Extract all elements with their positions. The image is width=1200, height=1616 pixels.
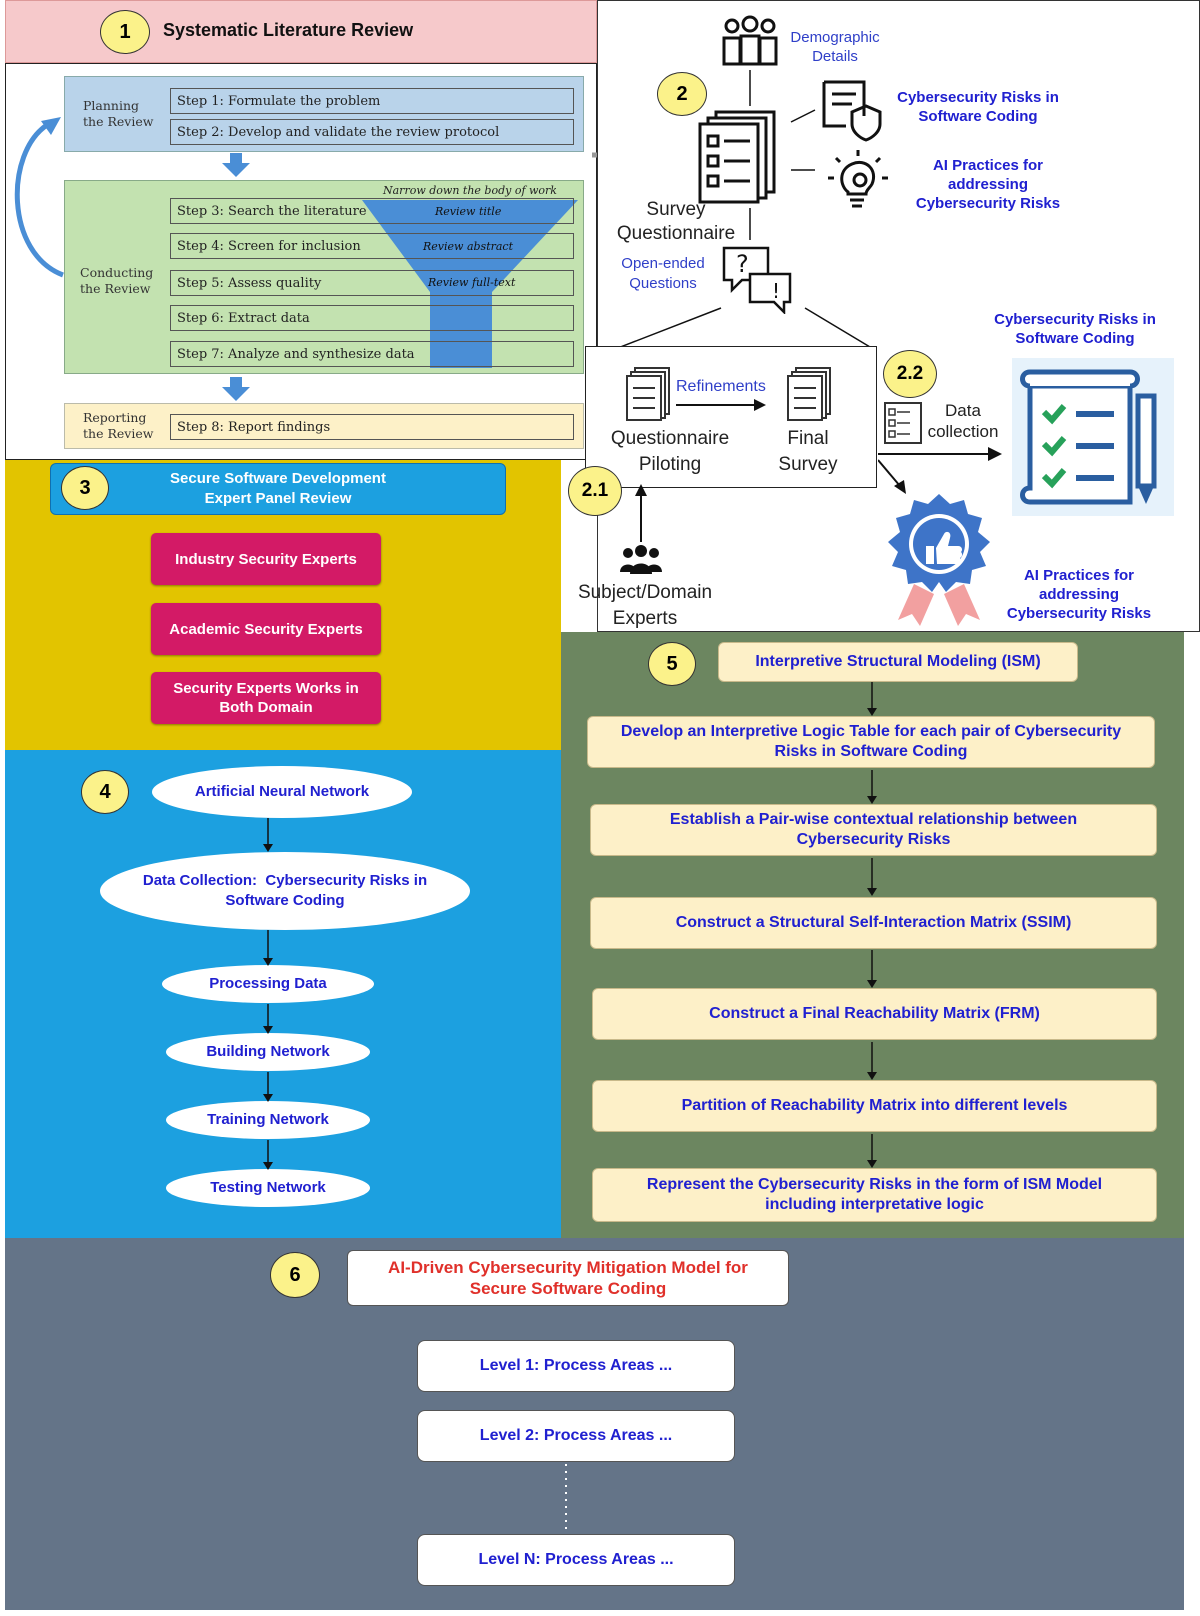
ann-step-4: Building Network — [166, 1033, 370, 1071]
open-ended-label: Open-ended Questions — [621, 255, 705, 292]
refinements-label: Refinements — [676, 378, 766, 395]
questionnaire-icon — [698, 110, 776, 204]
slr-step-4: Step 4: Screen for inclusion — [170, 233, 574, 259]
checklist-scroll-icon — [1012, 358, 1174, 516]
out-risks-label: Cybersecurity Risks in Software Coding — [994, 311, 1156, 347]
risks-label: Cybersecurity Risks in Software Coding — [897, 89, 1059, 125]
svg-text:?: ? — [736, 250, 749, 278]
questionnaire-label: Survey Questionnaire — [616, 199, 736, 244]
panel-title: Secure Software Development Expert Panel… — [170, 470, 386, 507]
badge-4: 4 — [81, 770, 129, 814]
level-n-box: Level N: Process Areas ... — [417, 1534, 735, 1586]
ai-practices-label: AI Practices for addressing Cybersecurit… — [915, 157, 1061, 212]
ism-connectors — [867, 682, 877, 1168]
badge-3: 3 — [61, 466, 109, 510]
funnel-label-fulltext: Review full-text — [428, 276, 516, 289]
refinements-arrow — [676, 399, 766, 411]
ism-step-5: Construct a Final Reachability Matrix (F… — [592, 988, 1157, 1040]
funnel-label-abstract: Review abstract — [423, 240, 514, 253]
demographic-icon — [722, 15, 778, 66]
data-collection-arrows — [878, 447, 1002, 494]
ism-step-3: Establish a Pair-wise contextual relatio… — [590, 804, 1157, 856]
data-collection-icon — [884, 402, 922, 444]
final-survey-label: Final Survey — [778, 428, 838, 475]
ann-step-5: Training Network — [166, 1101, 370, 1139]
slr-down-arrow-2 — [222, 377, 250, 401]
document-shield-icon — [822, 80, 882, 142]
experts-group-icon — [620, 545, 662, 574]
both-domain-experts: Security Experts Works in Both Domain — [151, 672, 381, 724]
slr-step-1: Step 1: Formulate the problem — [170, 88, 574, 114]
funnel-shape — [362, 200, 578, 368]
ann-step-2: Data Collection: Cybersecurity Risks in … — [100, 852, 470, 930]
demographic-label: Demographic Details — [790, 29, 880, 65]
slr-loop-arrowhead — [41, 117, 61, 135]
funnel-title: Narrow down the body of work — [383, 184, 557, 197]
badge-6: 6 — [270, 1252, 320, 1298]
ann-connectors — [263, 818, 273, 1170]
ism-step-4: Construct a Structural Self-Interaction … — [590, 897, 1157, 949]
slr-step-8: Step 8: Report findings — [170, 414, 574, 440]
model-title: AI-Driven Cybersecurity Mitigation Model… — [388, 1258, 748, 1298]
badge-2-2: 2.2 — [883, 350, 937, 398]
question-chat-icon: ? ! — [722, 246, 792, 314]
slr-step-3: Step 3: Search the literature — [170, 198, 574, 224]
data-collection-label: Data collection — [927, 401, 999, 441]
experts-label: Subject/Domain Experts — [577, 582, 713, 629]
slr-step-5: Step 5: Assess quality — [170, 270, 574, 296]
svg-text:!: ! — [772, 279, 780, 303]
slr-title: Systematic Literature Review — [163, 20, 414, 40]
ann-step-6: Testing Network — [166, 1169, 370, 1207]
level-1-box: Level 1: Process Areas ... — [417, 1340, 735, 1392]
ai-bulb-gear-icon — [828, 150, 888, 208]
slr-step-6: Step 6: Extract data — [170, 305, 574, 331]
reporting-phase — [64, 403, 584, 449]
badge-1: 1 — [100, 10, 150, 54]
final-doc-icon — [787, 367, 831, 421]
ann-step-1: Artificial Neural Network — [152, 766, 412, 818]
industry-experts: Industry Security Experts — [151, 533, 381, 585]
planning-label: Planning the Review — [83, 98, 154, 129]
ism-step-7: Represent the Cybersecurity Risks in the… — [592, 1168, 1157, 1222]
reporting-label: Reporting the Review — [83, 410, 154, 441]
ism-step-1: Interpretive Structural Modeling (ISM) — [718, 642, 1078, 682]
ism-step-2: Develop an Interpretive Logic Table for … — [587, 716, 1155, 768]
academic-experts: Academic Security Experts — [151, 603, 381, 655]
conducting-label: Conducting the Review — [80, 265, 154, 296]
badge-2: 2 — [657, 72, 707, 116]
out-ai-label: AI Practices for addressing Cybersecurit… — [1006, 567, 1152, 622]
model-title-box — [347, 1250, 789, 1306]
panel-title-box — [50, 463, 506, 515]
slr-step-7: Step 7: Analyze and synthesize data — [170, 341, 574, 367]
slr-step-2: Step 2: Develop and validate the review … — [170, 119, 574, 145]
piloting-label: Questionnaire Piloting — [610, 428, 730, 475]
ann-step-3: Processing Data — [162, 965, 374, 1003]
level-ellipsis-dots — [565, 1464, 567, 1532]
piloting-doc-icon — [626, 367, 670, 421]
slr-loop-arrow — [14, 122, 64, 278]
badge-5: 5 — [648, 642, 696, 686]
slr-section: 1 Systematic Literature Review Planning … — [5, 0, 597, 460]
ism-step-6: Partition of Reachability Matrix into di… — [592, 1080, 1157, 1132]
slr-arrows — [14, 117, 250, 401]
funnel-label-title: Review title — [435, 205, 502, 218]
thumbs-up-badge-icon — [888, 494, 990, 626]
badge-2-1: 2.1 — [568, 466, 622, 516]
level-2-box: Level 2: Process Areas ... — [417, 1410, 735, 1462]
funnel-graphic — [362, 200, 578, 368]
slr-down-arrow-1 — [222, 153, 250, 177]
experts-arrow — [635, 484, 647, 542]
